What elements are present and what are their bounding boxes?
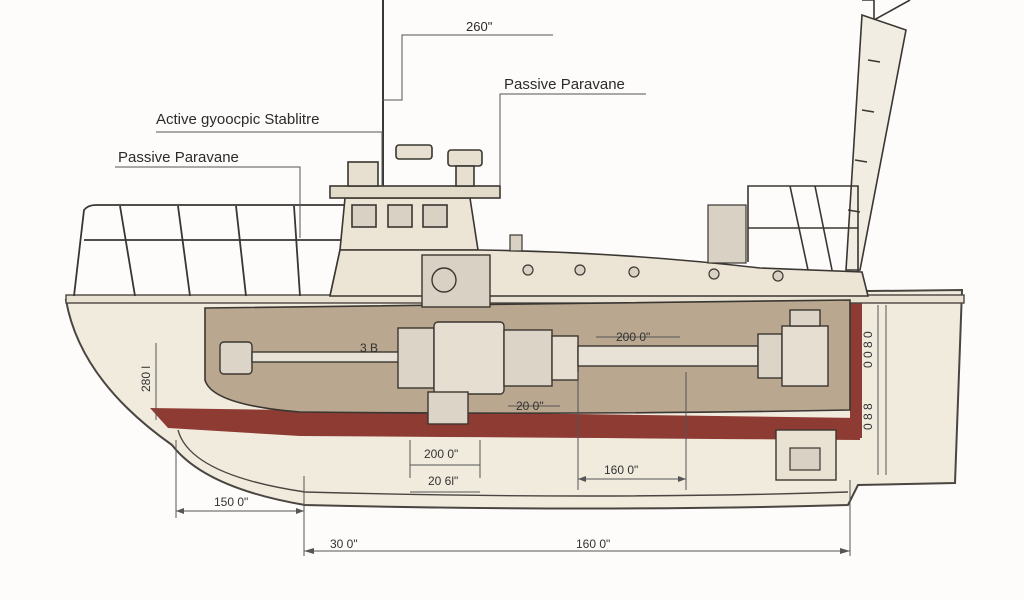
- passive-paravane-right-label: Passive Paravane: [504, 76, 625, 93]
- crane-gantry: [845, 0, 911, 271]
- dim-shaft-center: 200 0": [616, 330, 650, 344]
- waterline-band: [150, 408, 860, 440]
- dimension-lines: [155, 305, 887, 556]
- flywheel: [431, 267, 457, 293]
- aft-railing: [747, 185, 859, 272]
- active-stabilizer-label: Active gyoocpic Stablitre: [156, 111, 319, 128]
- dim-bottom-start: 30 0": [330, 537, 358, 551]
- dim-left-small: 3 B: [360, 341, 378, 355]
- passive-paravane-left-label: Passive Paravane: [118, 149, 239, 166]
- dim-keel-upper: 200 0": [424, 447, 458, 461]
- dim-mid-lower: 20 0": [516, 399, 544, 413]
- superstructure-deck: [329, 249, 870, 297]
- wheelhouse: [329, 144, 501, 297]
- dim-left-vertical: 280 l: [139, 366, 153, 392]
- dim-mid-right: 160 0": [604, 463, 638, 477]
- dim-keel-lower: 20 6l": [428, 474, 458, 488]
- dim-bottom-overall: 160 0": [576, 537, 610, 551]
- dim-right-lower: 0 8 8: [861, 403, 875, 430]
- dimension-arrows: [176, 476, 850, 554]
- top-dimension-label: 260": [466, 19, 493, 34]
- dim-right-upper: 0 0 8 0: [861, 331, 875, 368]
- rudder-port: [789, 447, 821, 471]
- keel-outline: [177, 429, 849, 497]
- propulsion-machinery: [219, 309, 829, 425]
- deck-fittings: [509, 204, 784, 282]
- bow-railing: [73, 204, 352, 297]
- aft-stripe: [850, 296, 862, 438]
- callout-leaders: [115, 34, 646, 238]
- dim-bottom-left: 150 0": [214, 495, 248, 509]
